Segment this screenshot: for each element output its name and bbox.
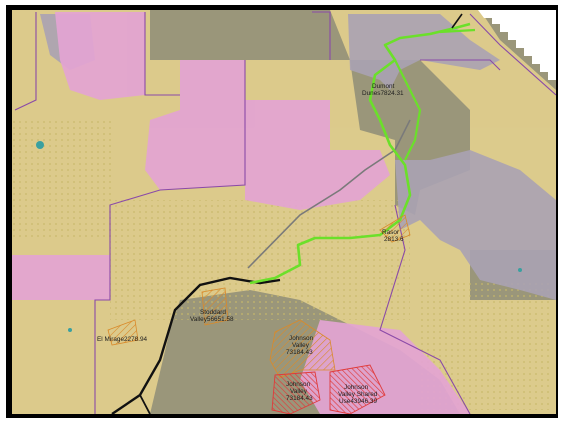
label-johnson-2: Johnson Valley 73184.43 — [286, 381, 313, 402]
svg-text:Johnson: Johnson — [286, 381, 311, 388]
svg-text:Stoddard: Stoddard — [200, 309, 226, 316]
svg-text:73184.43: 73184.43 — [286, 349, 313, 356]
orange-hatch-stoddard — [201, 287, 229, 326]
green-markers — [36, 141, 522, 332]
route-black-branch — [139, 394, 151, 414]
svg-text:Valley56651.58: Valley56651.58 — [190, 316, 234, 323]
label-elmirage: El Mirage2278.94 — [97, 336, 148, 343]
label-rasor: Rasor 2813.6 — [382, 229, 404, 243]
route-green-north — [439, 28, 476, 34]
route-gray — [247, 119, 411, 269]
route-green-spur — [394, 59, 422, 161]
orange-hatch-elmirage — [107, 319, 139, 346]
svg-text:Johnson: Johnson — [344, 384, 369, 391]
svg-text:Johnson: Johnson — [289, 335, 314, 342]
svg-text:Valley: Valley — [292, 342, 310, 349]
svg-text:73184.43: 73184.43 — [286, 395, 313, 402]
red-hatch-johnson — [271, 371, 321, 414]
orange-hatch-johnson — [269, 319, 336, 379]
red-hatch-johnson-shared — [329, 364, 386, 414]
svg-text:Valley: Valley — [290, 388, 308, 395]
svg-text:Dumont: Dumont — [372, 83, 395, 90]
svg-text:Dunes7824.31: Dunes7824.31 — [362, 90, 404, 97]
route-green — [249, 22, 471, 285]
boundary-lines — [14, 11, 556, 414]
svg-text:Rasor: Rasor — [382, 229, 400, 236]
map-edge-notch — [478, 10, 556, 80]
label-dumont: Dumont Dunes7824.31 — [362, 83, 404, 97]
svg-text:Valley Shared: Valley Shared — [338, 391, 378, 398]
dot-texture — [110, 200, 410, 320]
label-johnson: Johnson Valley 73184.43 — [286, 335, 314, 356]
svg-text:2813.6: 2813.6 — [384, 236, 404, 243]
label-johnson-shared: Johnson Valley Shared Use43946.39 — [338, 384, 378, 405]
svg-text:El Mirage2278.94: El Mirage2278.94 — [97, 336, 148, 343]
orange-hatch-rasor — [379, 214, 411, 243]
dot-texture-2 — [12, 120, 112, 240]
svg-text:Use43946.39: Use43946.39 — [339, 398, 377, 405]
route-black-north — [451, 13, 463, 29]
label-stoddard: Stoddard Valley56651.58 — [190, 309, 234, 323]
